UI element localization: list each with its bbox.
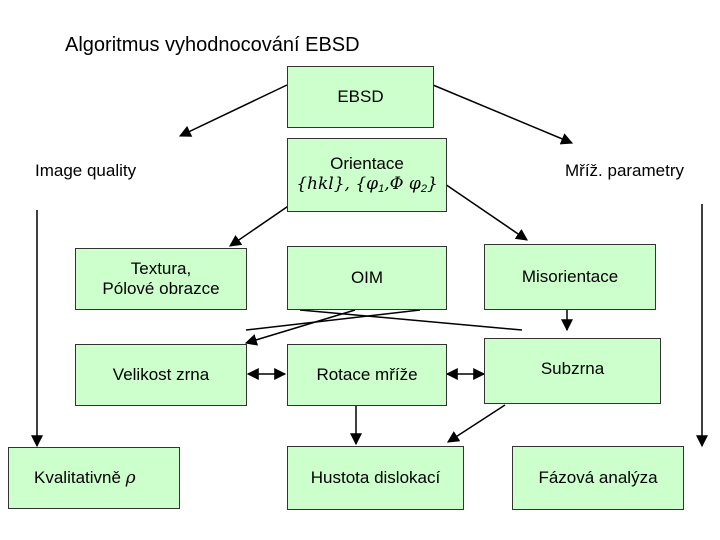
- node-oim: OIM: [287, 246, 447, 310]
- node-subzrna: Subzrna: [484, 338, 661, 404]
- node-velikost-zrna: Velikost zrna: [75, 344, 247, 406]
- node-hustota-dislokaci: Hustota dislokací: [287, 446, 464, 510]
- node-ebsd: EBSD: [287, 66, 434, 128]
- node-oim-label: OIM: [350, 267, 384, 287]
- node-image-quality: Image quality: [35, 161, 137, 180]
- node-textura: Textura, Pólové obrazce: [75, 248, 247, 310]
- node-rotace-mrize: Rotace mříže: [287, 344, 447, 406]
- arrow-orientace-to-misorientace: [441, 181, 528, 241]
- arrow-ebsd-to-image-quality: [178, 84, 288, 137]
- node-mriz-parametry: Mříž. parametry: [565, 161, 685, 180]
- node-orientace-label: Orientace {hkl}, {φ1,Φ φ2}: [296, 153, 438, 196]
- node-misorientace: Misorientace: [484, 244, 656, 310]
- node-subzrna-label: Subzrna: [540, 359, 605, 378]
- node-fazova-analyza-label: Fázová analýza: [538, 467, 658, 487]
- node-kvalitativne-label: Kvalitativně ρ: [34, 467, 136, 488]
- node-rotace-mrize-label: Rotace mříže: [316, 364, 418, 384]
- node-textura-label: Textura, Pólové obrazce: [102, 258, 220, 298]
- node-misorientace-label: Misorientace: [521, 266, 619, 286]
- node-fazova-analyza: Fázová analýza: [512, 446, 684, 510]
- arrow-subzrna-to-hustota: [446, 404, 506, 443]
- arrow-ebsd-to-mriz-parametry: [432, 84, 574, 145]
- node-orientace: Orientace {hkl}, {φ1,Φ φ2}: [287, 138, 447, 212]
- node-velikost-zrna-label: Velikost zrna: [112, 364, 210, 384]
- node-ebsd-label: EBSD: [337, 86, 384, 106]
- node-kvalitativne: Kvalitativně ρ: [8, 447, 180, 509]
- node-hustota-dislokaci-label: Hustota dislokací: [310, 467, 441, 487]
- diagram-title: Algoritmus vyhodnocování EBSD: [65, 34, 360, 56]
- line-oim-to-velikost: [245, 309, 421, 331]
- rho-symbol: ρ: [125, 467, 136, 488]
- line-oim-to-misorientace: [299, 309, 523, 331]
- arrow-oim-to-velikost-zrna: [244, 309, 356, 346]
